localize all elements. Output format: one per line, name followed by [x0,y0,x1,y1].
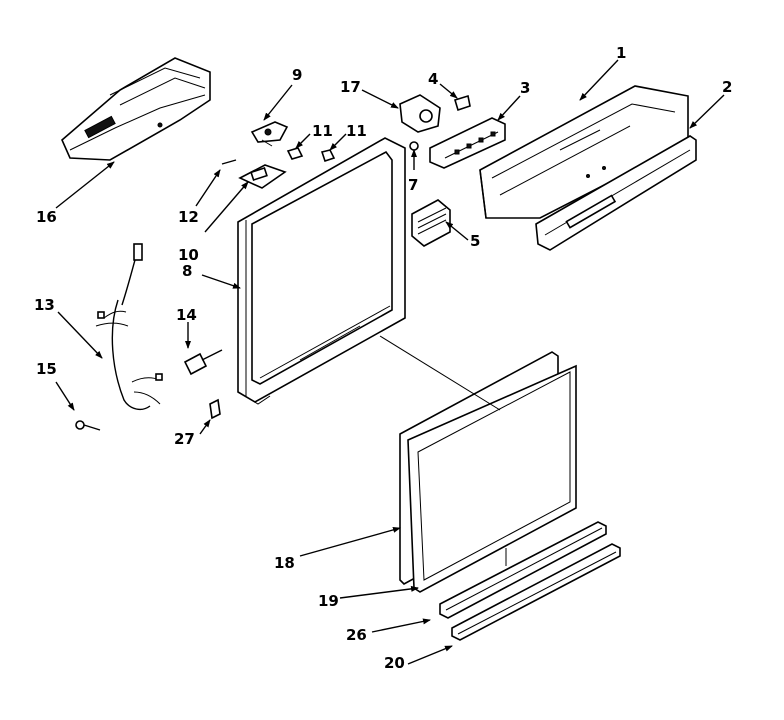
leader-18 [299,526,401,557]
leader-11a [295,133,311,149]
part-16-vent-housing [61,57,211,161]
part-7-screw [409,141,419,151]
callout-8: 8 [182,262,192,280]
part-5-connector [411,199,451,247]
callout-26: 26 [346,626,367,644]
callout-5: 5 [470,232,480,250]
part-20-bottom-strip [451,543,621,641]
callout-4: 4 [428,70,438,88]
part-4-knob [454,94,471,112]
callout-16: 16 [36,208,57,226]
leader-11b [329,133,347,151]
part-15-screw [75,420,101,431]
callout-1: 1 [616,44,626,62]
part-26-bottom-trim [439,521,607,619]
leader-3 [497,95,521,121]
part-3-control-board [429,117,506,169]
leader-1 [579,59,619,101]
assembly-alignment-line [379,335,501,411]
part-14-switch [183,349,223,376]
part-2-panel-trim [535,135,697,251]
leader-2 [689,94,725,129]
part-9-latch [250,121,289,147]
callout-labels: 1 2 3 4 5 7 8 9 10 11 11 12 13 14 15 16 … [34,44,732,672]
leader-27 [199,419,211,435]
leader-lines [55,59,725,665]
callout-18: 18 [274,554,295,572]
leader-10 [204,181,249,233]
part-11-clip-a [286,147,304,160]
leader-12 [195,169,221,207]
leader-4 [439,83,458,99]
callout-20: 20 [384,654,405,672]
callout-27: 27 [174,430,195,448]
leader-15 [55,381,75,411]
part-11-clip-b [320,149,336,163]
leader-26 [371,618,431,633]
callout-17: 17 [340,78,361,96]
part-18-door-panel [399,351,577,593]
leader-20 [407,645,453,665]
leader-17 [361,89,399,109]
callout-3: 3 [520,79,530,97]
callout-10: 10 [178,246,199,264]
callout-14: 14 [176,306,197,324]
leader-5 [445,221,469,241]
part-10-latch-base [238,164,287,189]
leader-19 [339,585,419,599]
callout-15: 15 [36,360,57,378]
callout-19: 19 [318,592,339,610]
leader-8 [201,274,241,289]
callout-11a: 11 [312,122,333,140]
part-8-door-frame [237,137,406,405]
part-12-pin [221,159,237,165]
leader-16 [55,161,115,209]
part-13-wire-harness [95,243,163,411]
callout-9: 9 [292,66,302,84]
part-17-switch [399,94,441,133]
part-27-clip [209,398,221,420]
callout-2: 2 [722,78,732,96]
leader-13 [57,311,103,359]
callout-13: 13 [34,296,55,314]
callout-11b: 11 [346,122,367,140]
callout-12: 12 [178,208,199,226]
callout-7: 7 [408,176,418,194]
leader-9 [263,84,293,121]
